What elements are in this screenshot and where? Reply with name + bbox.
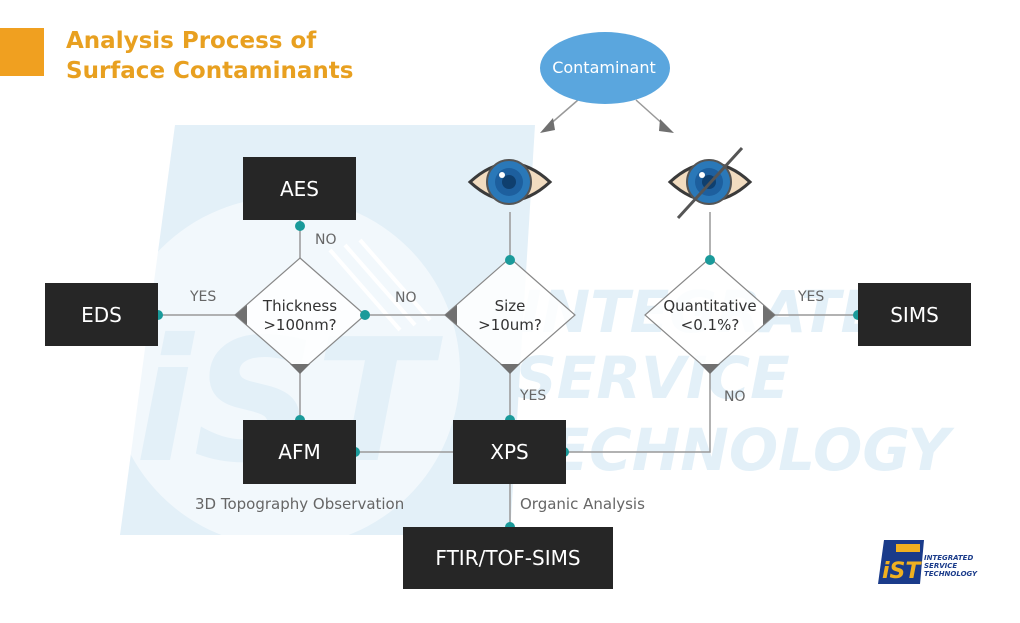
label-thickness-yes: YES: [190, 289, 217, 305]
logo-wordmark: INTEGRATED SERVICE TECHNOLOGY: [924, 554, 977, 578]
decision-quant-line2: <0.1%?: [680, 316, 740, 334]
decision-size: Size >10um?: [455, 297, 565, 335]
vertex-marker: [290, 364, 310, 374]
page-title: Analysis Process of Surface Contaminants: [66, 26, 353, 86]
method-ftir-tof-sims: FTIR/TOF-SIMS: [403, 527, 613, 589]
method-afm: AFM: [243, 420, 356, 484]
vertex-marker: [700, 364, 720, 374]
company-logo: iST: [878, 540, 924, 584]
decision-quant-line1: Quantitative: [663, 297, 757, 315]
eye-icon: [467, 159, 553, 205]
method-xps: XPS: [453, 420, 566, 484]
start-node-contaminant: Contaminant: [552, 58, 656, 77]
label-thickness-no: NO: [315, 232, 337, 248]
label-size-no: NO: [395, 290, 417, 306]
arrow-head: [659, 119, 674, 133]
start-node-shape: [540, 32, 670, 104]
label-quant-no: NO: [724, 389, 746, 405]
logo-line2: SERVICE: [924, 562, 958, 570]
watermark-line3: TECHNOLOGY: [510, 416, 955, 484]
method-eds: EDS: [45, 283, 158, 346]
decision-size-line1: Size: [494, 297, 526, 315]
logo-line1: INTEGRATED: [924, 554, 974, 562]
title-line1: Analysis Process of: [66, 28, 317, 54]
label-size-yes: YES: [520, 388, 547, 404]
decision-size-line2: >10um?: [478, 316, 542, 334]
note-xps: Organic Analysis: [520, 495, 645, 513]
edge-quant-xps: [564, 372, 711, 453]
vertex-marker: [445, 305, 457, 325]
title-line2: Surface Contaminants: [66, 58, 354, 84]
method-aes: AES: [243, 157, 356, 220]
vertex-marker: [235, 305, 247, 325]
method-sims: SIMS: [858, 283, 971, 346]
decision-thickness: Thickness >100nm?: [245, 297, 355, 335]
logo-mark: iST: [882, 559, 922, 584]
label-quant-yes: YES: [798, 289, 825, 305]
title-accent-bar: [0, 28, 44, 76]
note-afm: 3D Topography Observation: [195, 495, 405, 513]
eye-slash-icon: [667, 146, 753, 220]
arrow-head: [540, 118, 555, 133]
decision-quantitative: Quantitative <0.1%?: [650, 297, 770, 335]
decision-thickness-line2: >100nm?: [263, 316, 337, 334]
logo-line3: TECHNOLOGY: [924, 570, 978, 578]
watermark-line2: SERVICE: [515, 344, 790, 412]
vertex-marker: [500, 364, 520, 374]
vertex-marker: [763, 305, 775, 325]
decision-thickness-line1: Thickness: [262, 297, 338, 315]
